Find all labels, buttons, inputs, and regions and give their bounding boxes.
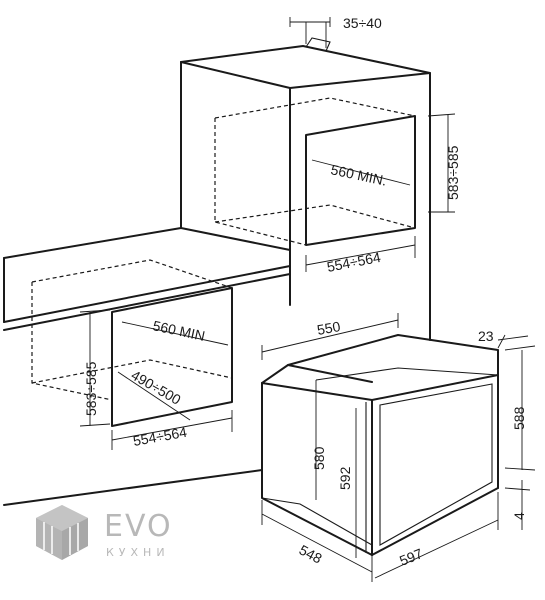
base-cabinet (3, 227, 291, 506)
dim-oven-bottom-gap: 4 (511, 512, 527, 520)
dim-column-niche-height: 583÷585 (445, 145, 461, 200)
dim-oven-total-height: 588 (511, 406, 527, 430)
logo-tagline: КУХНИ (106, 546, 170, 559)
dim-column-niche-depth: 560 MIN. (329, 161, 388, 188)
dim-oven-body-height: 580 (311, 446, 327, 470)
dim-oven-front-height: 592 (337, 466, 353, 490)
oven (261, 334, 499, 556)
dim-under-niche-width: 554÷564 (132, 424, 189, 449)
dim-under-niche-height: 583÷585 (83, 361, 99, 416)
evo-logo: EVO КУХНИ (36, 505, 173, 560)
cube-icon (36, 505, 88, 560)
logo-brand: EVO (104, 509, 173, 544)
dim-oven-depth-top: 550 (316, 318, 342, 338)
dimension-lines (79, 17, 536, 582)
column-cabinet (180, 37, 431, 341)
dim-oven-front-offset: 23 (478, 328, 494, 344)
dim-top-gap: 35÷40 (343, 15, 382, 31)
dim-under-niche-depth: 560 MIN (151, 317, 206, 344)
dim-column-niche-width: 554÷564 (326, 249, 383, 275)
dim-under-niche-inner: 490÷500 (129, 367, 184, 408)
dim-oven-front-width: 597 (397, 545, 425, 569)
